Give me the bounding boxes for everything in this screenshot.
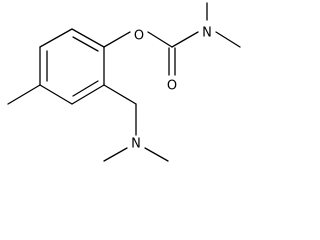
ring-bond-c1-c2 xyxy=(71,28,105,48)
ring-bond-c6-c1 xyxy=(39,28,73,48)
ring-to-ch2-bond xyxy=(103,84,137,105)
amine-nitrogen-label: N xyxy=(131,137,141,152)
ring-bond-c1-c2-inner xyxy=(72,36,99,52)
ring-to-oxygen-bond xyxy=(103,31,131,48)
carbamate-nitrogen-label: N xyxy=(202,26,212,41)
carbonyl-to-nitrogen-bond xyxy=(171,31,199,48)
methyl-bond xyxy=(7,84,41,105)
ring-bond-c3-c4-inner xyxy=(72,80,99,97)
oxygen-to-carbonyl-bond xyxy=(147,31,173,48)
carbonyl-oxygen-label: O xyxy=(167,79,177,94)
ring-bond-c3-c4 xyxy=(71,84,105,105)
ring-bond-c4-c5 xyxy=(39,84,73,105)
amine-methyl-right-bond xyxy=(144,147,169,162)
amine-methyl-left-bond xyxy=(103,147,128,162)
molecule-drawing: O O N N xyxy=(7,2,241,162)
nitrogen-methyl-right-bond xyxy=(215,31,241,48)
structure-diagram: O O N N xyxy=(7,2,241,162)
ester-oxygen-label: O xyxy=(134,29,144,44)
